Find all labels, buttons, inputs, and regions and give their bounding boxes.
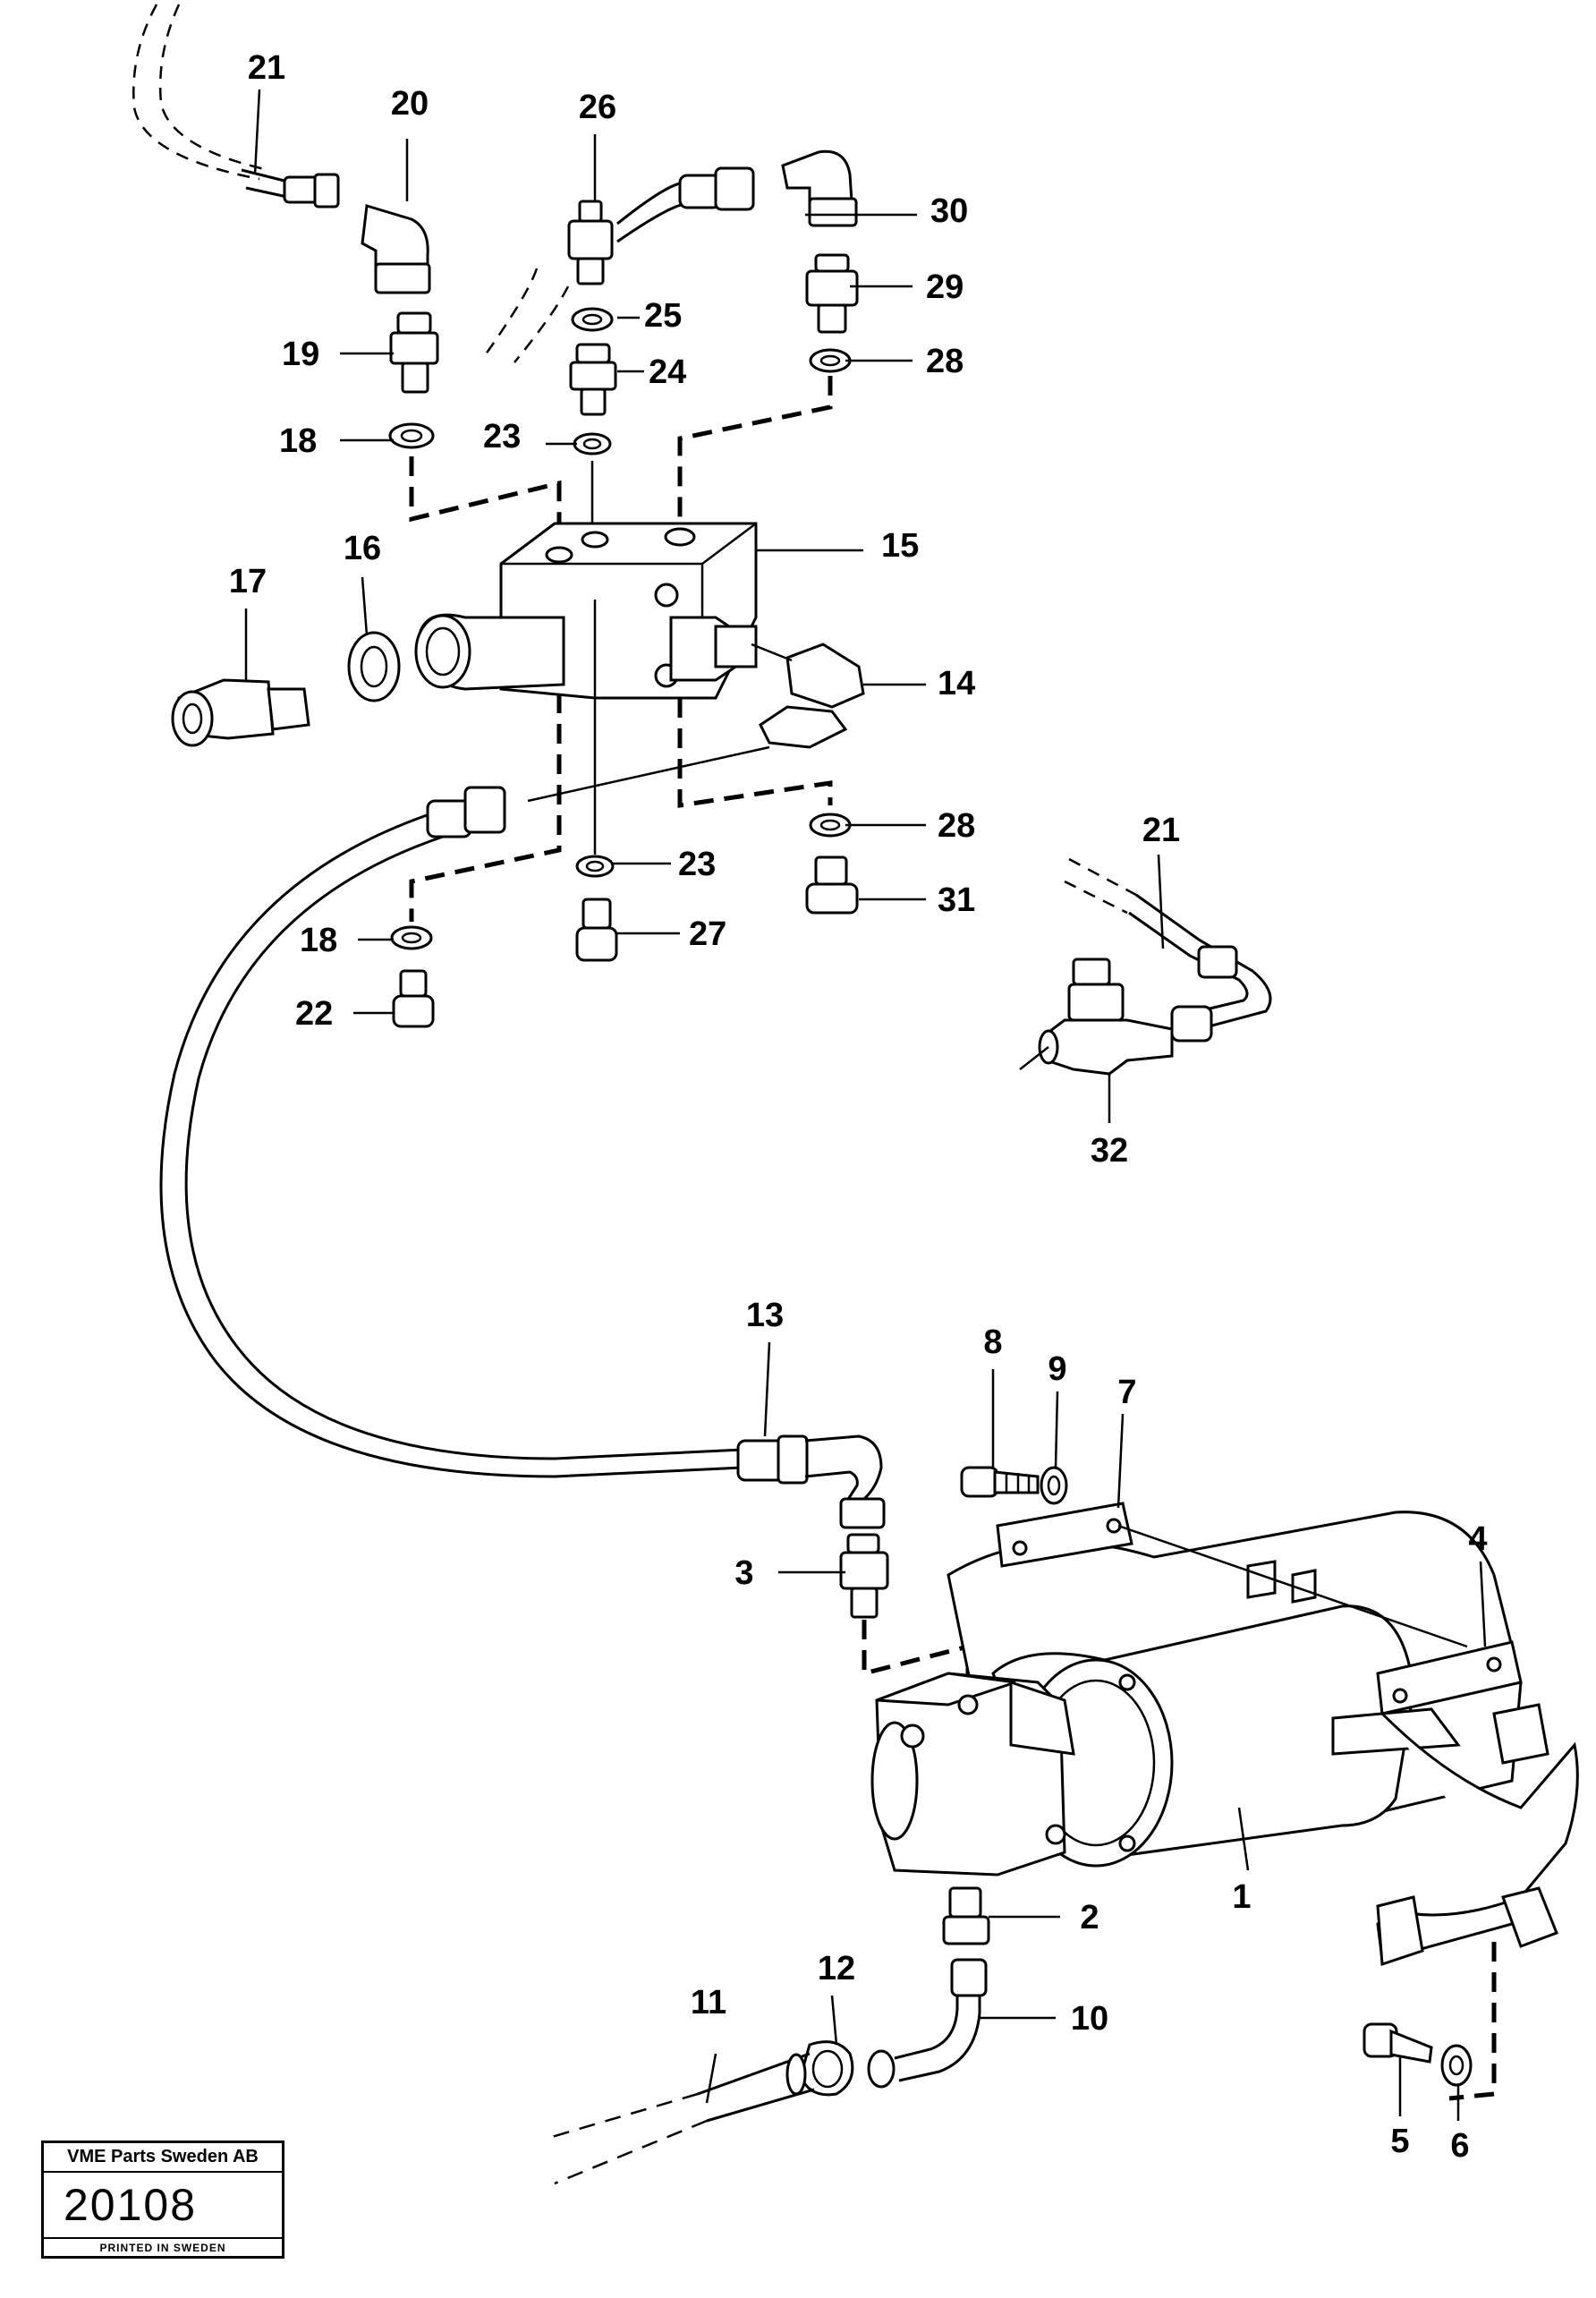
label-16: 16 bbox=[344, 530, 381, 567]
label-18-bottom: 18 bbox=[300, 922, 337, 959]
label-28-top: 28 bbox=[926, 343, 964, 380]
label-24: 24 bbox=[649, 353, 686, 391]
label-9: 9 bbox=[1048, 1350, 1066, 1388]
cable-14 bbox=[527, 643, 865, 803]
label-21-top: 21 bbox=[248, 49, 285, 87]
washer-28-bottom bbox=[809, 813, 852, 838]
fitting-3 bbox=[839, 1533, 889, 1619]
label-2: 2 bbox=[1080, 1899, 1099, 1936]
part-labels: 21 20 26 30 29 28 25 24 19 18 23 15 16 1… bbox=[229, 49, 1488, 2165]
washer-16 bbox=[347, 631, 401, 702]
connector-28-top bbox=[677, 376, 833, 537]
washer-28-top bbox=[809, 348, 852, 373]
label-23-bottom: 23 bbox=[678, 846, 716, 883]
label-20: 20 bbox=[391, 85, 429, 123]
label-4: 4 bbox=[1468, 1520, 1487, 1558]
accumulator-1 bbox=[870, 1511, 1523, 1877]
label-11: 11 bbox=[691, 1984, 726, 2021]
label-8: 8 bbox=[983, 1323, 1002, 1361]
label-10: 10 bbox=[1071, 2000, 1108, 2038]
clamp-12 bbox=[799, 2040, 896, 2097]
washer-25 bbox=[571, 307, 614, 332]
hose-21-right bbox=[1064, 857, 1272, 1043]
label-15: 15 bbox=[881, 527, 919, 565]
label-7: 7 bbox=[1117, 1374, 1136, 1411]
company-name: VME Parts Sweden AB bbox=[44, 2147, 282, 2173]
label-17: 17 bbox=[229, 563, 267, 600]
fitting-24 bbox=[569, 343, 617, 416]
connector-18-top bbox=[409, 456, 562, 537]
elbow-20 bbox=[361, 204, 431, 294]
hose-11 bbox=[545, 2052, 815, 2185]
tee-32 bbox=[1019, 958, 1174, 1076]
bracket-7 bbox=[996, 1502, 1468, 1648]
sensor-17 bbox=[171, 678, 310, 747]
hose-13 bbox=[159, 786, 886, 1529]
label-28-bottom: 28 bbox=[938, 807, 975, 845]
printed-note: PRINTED IN SWEDEN bbox=[44, 2237, 282, 2256]
label-22: 22 bbox=[295, 995, 333, 1033]
pipe-10 bbox=[894, 1958, 988, 2082]
plug-27 bbox=[575, 898, 618, 962]
label-21-right: 21 bbox=[1142, 812, 1180, 849]
label-29: 29 bbox=[926, 268, 964, 306]
screw-5 bbox=[1363, 2022, 1433, 2064]
fitting-26 bbox=[567, 200, 614, 285]
label-1: 1 bbox=[1232, 1878, 1251, 1916]
label-31: 31 bbox=[938, 881, 975, 919]
label-12: 12 bbox=[818, 1950, 855, 1987]
label-30: 30 bbox=[930, 192, 968, 230]
valve-block-15 bbox=[414, 522, 758, 700]
label-25: 25 bbox=[644, 297, 682, 335]
label-32: 32 bbox=[1091, 1132, 1128, 1170]
drawing-number: 20108 bbox=[64, 2180, 198, 2230]
washer-23-bottom bbox=[575, 855, 615, 878]
label-23-top: 23 bbox=[483, 418, 521, 455]
washer-18-bottom bbox=[390, 925, 433, 950]
fitting-19 bbox=[389, 311, 439, 394]
screw-8 bbox=[960, 1466, 1040, 1498]
connector-28-bottom bbox=[677, 698, 833, 808]
plug-31 bbox=[805, 855, 859, 915]
label-14: 14 bbox=[938, 665, 975, 702]
label-27: 27 bbox=[689, 915, 726, 953]
hose-26-30 bbox=[481, 166, 755, 363]
label-19: 19 bbox=[282, 336, 319, 373]
label-18-top: 18 bbox=[279, 422, 317, 460]
fitting-29 bbox=[805, 253, 859, 334]
connector-4 bbox=[1448, 1942, 1497, 2101]
bracket-4 bbox=[1376, 1640, 1579, 1967]
leader-lines bbox=[244, 89, 1487, 2121]
washer-9 bbox=[1040, 1466, 1068, 1505]
catalog-stamp: VME Parts Sweden AB 20108 PRINTED IN SWE… bbox=[41, 2141, 284, 2259]
washer-18-top bbox=[388, 422, 435, 449]
fitting-2 bbox=[942, 1886, 990, 1945]
label-5: 5 bbox=[1390, 2123, 1409, 2160]
hose-21-top bbox=[132, 4, 340, 209]
washer-23-top bbox=[573, 432, 612, 455]
elbow-30 bbox=[781, 149, 858, 227]
washer-6 bbox=[1440, 2044, 1473, 2087]
plug-22 bbox=[392, 969, 435, 1028]
label-13: 13 bbox=[746, 1297, 784, 1334]
connector-18-bottom bbox=[409, 694, 562, 922]
label-6: 6 bbox=[1450, 2127, 1469, 2165]
label-3: 3 bbox=[734, 1554, 753, 1592]
label-26: 26 bbox=[579, 89, 616, 126]
